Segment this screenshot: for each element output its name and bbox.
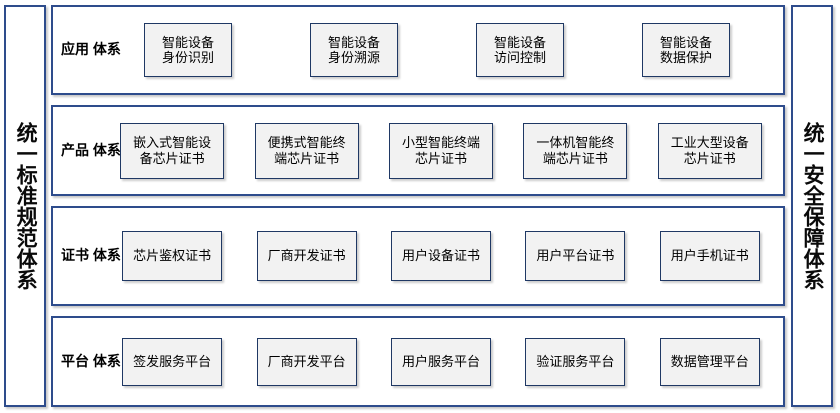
layer-label-application: 应用 体系 bbox=[61, 41, 121, 58]
layer-boxes-certificate: 芯片鉴权证书 厂商开发证书 用户设备证书 用户平台证书 用户手机证书 bbox=[105, 208, 783, 304]
layer-row-platform: 平台 体系 签发服务平台 厂商开发平台 用户服务平台 验证服务平台 数据管理平台 bbox=[51, 316, 785, 407]
layer-row-product: 产品 体系 嵌入式智能设 备芯片证书 便携式智能终 端芯片证书 小型智能终端 芯… bbox=[51, 105, 785, 196]
layer-boxes-platform: 签发服务平台 厂商开发平台 用户服务平台 验证服务平台 数据管理平台 bbox=[105, 318, 783, 405]
layer-boxes-application: 智能设备 身份识别 智能设备 身份溯源 智能设备 访问控制 智能设备 数据保护 bbox=[105, 7, 783, 93]
node-box[interactable]: 厂商开发证书 bbox=[256, 231, 357, 281]
node-box[interactable]: 用户手机证书 bbox=[659, 231, 760, 281]
node-box[interactable]: 芯片鉴权证书 bbox=[122, 231, 223, 281]
node-box[interactable]: 智能设备 访问控制 bbox=[476, 23, 564, 77]
layer-label-certificate: 证书 体系 bbox=[61, 247, 121, 264]
left-vertical-panel: 统一标准规范体系 bbox=[4, 5, 46, 407]
node-box[interactable]: 数据管理平台 bbox=[659, 337, 760, 386]
right-vertical-panel-label: 统一安全保障体系 bbox=[801, 122, 825, 290]
node-box[interactable]: 用户服务平台 bbox=[390, 337, 491, 386]
node-box[interactable]: 用户平台证书 bbox=[525, 231, 626, 281]
left-vertical-panel-label: 统一标准规范体系 bbox=[14, 122, 38, 290]
node-box[interactable]: 一体机智能终 端芯片证书 bbox=[523, 122, 628, 179]
node-box[interactable]: 智能设备 身份溯源 bbox=[310, 23, 398, 77]
node-box[interactable]: 小型智能终端 芯片证书 bbox=[388, 122, 493, 179]
layer-row-certificate: 证书 体系 芯片鉴权证书 厂商开发证书 用户设备证书 用户平台证书 用户手机证书 bbox=[51, 206, 785, 306]
node-box[interactable]: 工业大型设备 芯片证书 bbox=[657, 122, 762, 179]
node-box[interactable]: 验证服务平台 bbox=[525, 337, 626, 386]
node-box[interactable]: 厂商开发平台 bbox=[256, 337, 357, 386]
node-box[interactable]: 智能设备 身份识别 bbox=[144, 23, 232, 77]
node-box[interactable]: 用户设备证书 bbox=[390, 231, 491, 281]
node-box[interactable]: 签发服务平台 bbox=[122, 337, 223, 386]
layer-label-platform: 平台 体系 bbox=[61, 352, 121, 369]
node-box[interactable]: 智能设备 数据保护 bbox=[642, 23, 730, 77]
layer-row-application: 应用 体系 智能设备 身份识别 智能设备 身份溯源 智能设备 访问控制 智能设备… bbox=[51, 5, 785, 95]
node-box[interactable]: 嵌入式智能设 备芯片证书 bbox=[120, 122, 225, 179]
node-box[interactable]: 便携式智能终 端芯片证书 bbox=[254, 122, 359, 179]
layer-boxes-product: 嵌入式智能设 备芯片证书 便携式智能终 端芯片证书 小型智能终端 芯片证书 一体… bbox=[105, 107, 783, 194]
right-vertical-panel: 统一安全保障体系 bbox=[791, 5, 833, 407]
layer-label-product: 产品 体系 bbox=[61, 141, 121, 158]
